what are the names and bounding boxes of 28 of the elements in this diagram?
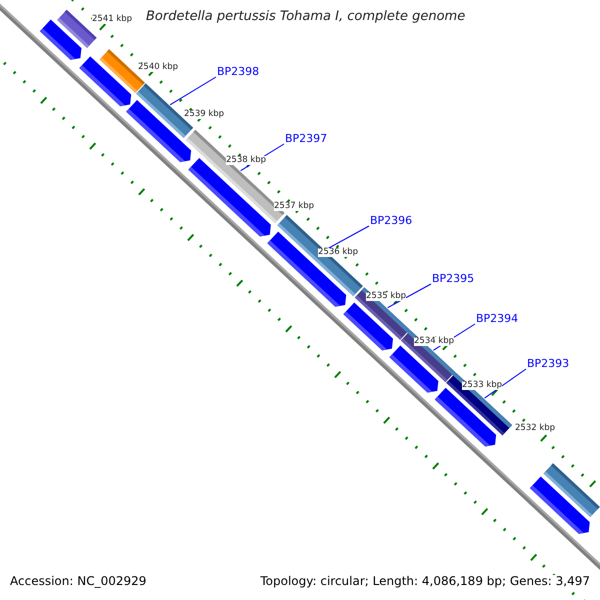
gene-block: [40, 20, 82, 60]
position-label: 2533 kbp: [462, 381, 502, 390]
position-label: 2537 kbp: [274, 202, 314, 210]
leader-line: [170, 76, 216, 106]
position-label: 2534 kbp: [414, 337, 454, 346]
gene-label: BP2398: [217, 66, 260, 77]
gene-label: BP2393: [527, 358, 570, 369]
map-title: Bordetella pertussis Tohama I, complete genome: [146, 10, 466, 23]
position-label: 2539 kbp: [184, 110, 224, 118]
accession-text: Accession: NC_002929: [10, 575, 146, 587]
leader-line: [387, 284, 432, 308]
position-label: 2540 kbp: [138, 63, 178, 72]
gene-block: [389, 346, 438, 393]
position-label: 2532 kbp: [515, 424, 556, 432]
genome-info-text: Topology: circular; Length: 4,086,189 bp; Genes: 3,497: [260, 575, 590, 587]
gene-label: BP2395: [432, 273, 474, 284]
position-label: 2535 kbp: [366, 292, 406, 300]
leader-line: [325, 226, 370, 250]
gene-label: BP2397: [285, 133, 328, 144]
gene-block: [79, 56, 132, 106]
position-label: 2536 kbp: [318, 248, 358, 256]
gene-block: [530, 476, 590, 534]
gene-label: BP2396: [370, 215, 412, 226]
leader-line: [484, 368, 526, 399]
gene-label: BP2394: [476, 313, 518, 324]
position-label: 2538 kbp: [226, 156, 266, 164]
position-label: 2541 kbp: [92, 15, 132, 24]
gene-block: [343, 302, 394, 350]
